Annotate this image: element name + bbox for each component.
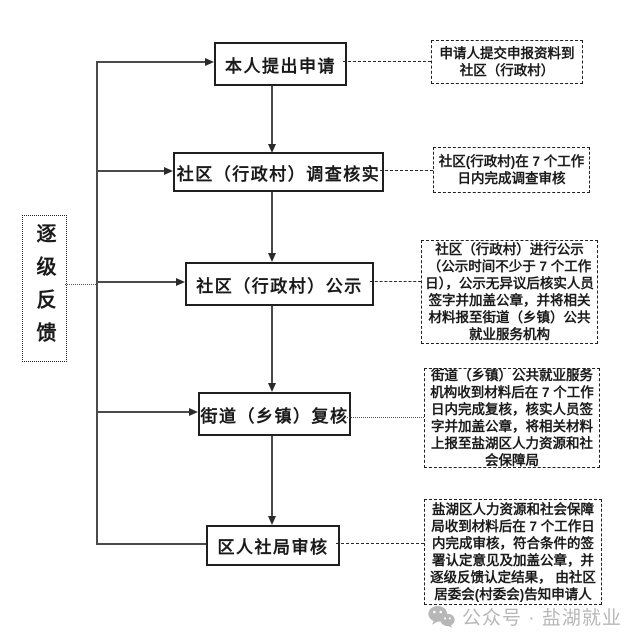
feedback-trunk-line: [96, 61, 98, 545]
feedback-line-step2: [96, 170, 165, 172]
feedback-line-step1: [96, 61, 206, 63]
note-text: 申请人提交申报资料到 社区（行政村）: [439, 46, 575, 78]
arrowhead-into-step3-icon: [176, 277, 185, 286]
note-box-step2: 社区(行政村)在 7 个工作 日内完成调查审核: [433, 147, 590, 193]
step-box-community-verify: 社区（行政村）调查核实: [173, 152, 384, 192]
note-box-step5: 盐湖区人力资源和社会保障局收到材料后在 7 个工作日内完成审核，符合条件的签署认…: [424, 499, 602, 605]
step-label: 社区（行政村）公示: [196, 276, 363, 296]
note-connector-step2: [380, 170, 433, 171]
feedback-line-step3: [96, 281, 177, 283]
note-text: 社区(行政村)在 7 个工作 日内完成调查审核: [438, 154, 585, 186]
arrowhead-down-step2-icon: [267, 144, 276, 153]
note-connector-step3: [370, 281, 421, 282]
note-text: 街道（乡镇）公共就业服务机构收到材料后在 7 个工作日内完成复核，核实人员签字并…: [430, 368, 594, 468]
note-box-step4: 街道（乡镇）公共就业服务机构收到材料后在 7 个工作日内完成复核，核实人员签字并…: [424, 368, 600, 468]
arrowhead-into-step4-icon: [189, 407, 198, 416]
feedback-label-connector: [65, 284, 96, 285]
wechat-icon: [428, 606, 455, 628]
arrowhead-down-step3-icon: [267, 253, 276, 262]
watermark-text: 公众号 · 盐湖就业: [462, 608, 622, 629]
feedback-label-box: 逐级反馈: [22, 215, 67, 362]
step-box-community-publicity: 社区（行政村）公示: [185, 262, 374, 306]
note-text: 盐湖区人力资源和社会保障局收到材料后在 7 个工作日内完成审核，符合条件的签署认…: [430, 502, 596, 602]
feedback-line-step5: [96, 543, 206, 545]
arrowhead-down-step4-icon: [267, 383, 276, 392]
note-connector-step5: [336, 543, 424, 544]
step-label: 街道（乡镇）复核: [200, 406, 349, 426]
feedback-label: 逐级反馈: [33, 222, 55, 355]
flow-line-step1-step2: [271, 82, 273, 145]
flow-line-step4-step5: [271, 432, 273, 517]
step-label: 社区（行政村）调查核实: [176, 164, 381, 184]
step-label: 本人提出申请: [225, 56, 336, 76]
step-box-apply: 本人提出申请: [214, 42, 347, 86]
step-box-street-review: 街道（乡镇）复核: [198, 392, 351, 436]
note-box-step1: 申请人提交申报资料到 社区（行政村）: [431, 40, 583, 84]
arrowhead-into-step1-icon: [205, 57, 214, 66]
step-box-bureau-audit: 区人社局审核: [206, 525, 340, 566]
flow-line-step2-step3: [271, 189, 273, 254]
note-connector-step1: [343, 61, 431, 62]
arrowhead-into-step2-icon: [164, 166, 173, 175]
arrowhead-down-step5-icon: [267, 516, 276, 525]
feedback-line-step4: [96, 411, 190, 413]
note-connector-step4: [347, 417, 424, 418]
note-box-step3: 社区（行政村）进行公示（公示时间不少于 7 个工作日），公示无异议后核实人员签字…: [421, 240, 598, 344]
watermark: 公众号 · 盐湖就业: [428, 603, 622, 630]
flow-line-step3-step4: [271, 302, 273, 384]
note-text: 社区（行政村）进行公示（公示时间不少于 7 个工作日），公示无异议后核实人员签字…: [425, 242, 594, 342]
step-label: 区人社局审核: [217, 538, 329, 557]
